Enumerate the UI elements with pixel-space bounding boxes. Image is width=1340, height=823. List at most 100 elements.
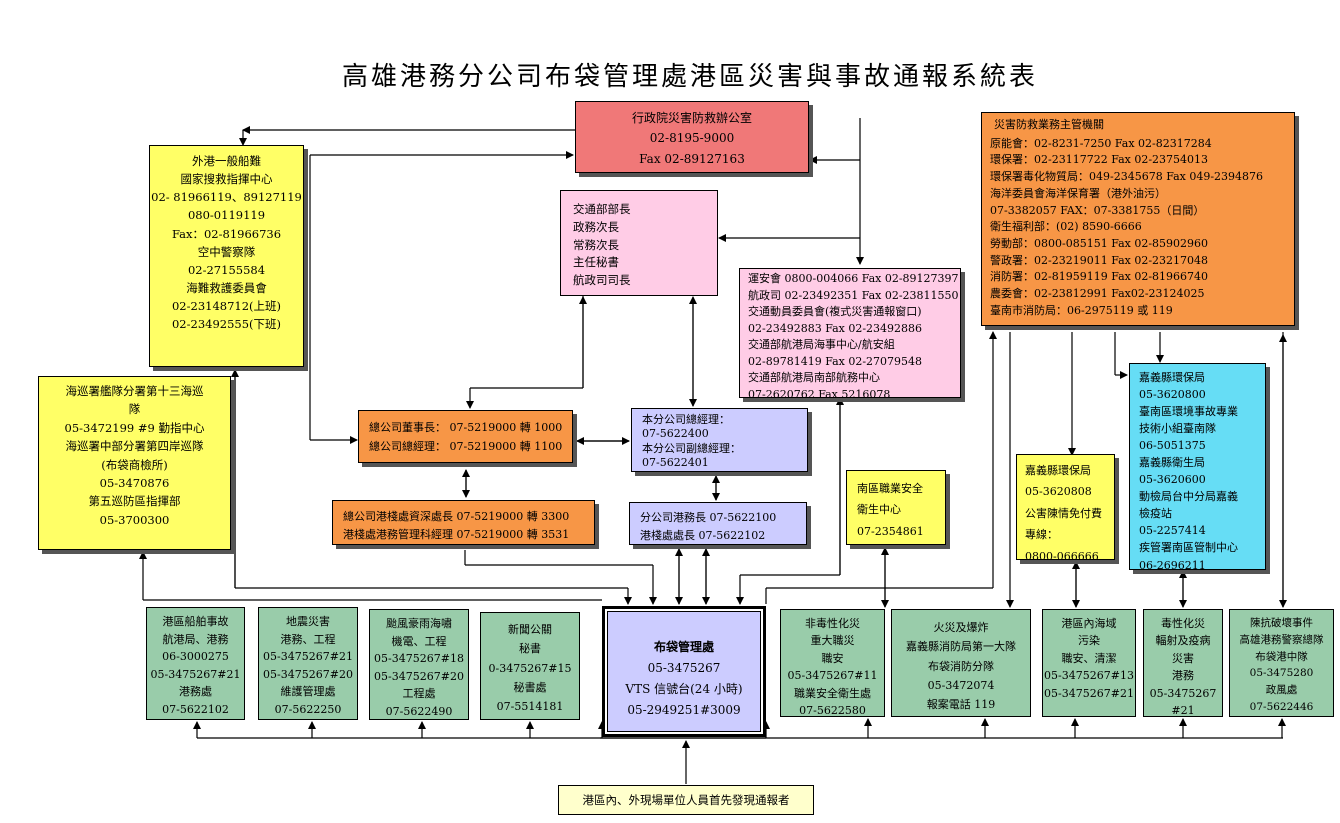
toxic-line: 05-3475267 — [1149, 686, 1217, 700]
toxic-line: #21 — [1171, 703, 1195, 717]
transport-line: 07-2620762 Fax 5216078 — [748, 387, 891, 398]
motc-row: 主任秘書 — [573, 255, 619, 270]
env-chiayi-line: 專線： — [1025, 528, 1058, 542]
agency-line: 農委會：02-23812991 Fax02-23124025 — [990, 287, 1205, 301]
water-line: 污染 — [1078, 634, 1100, 648]
protest-sabotage-box: 陳抗破壞事件 高雄港務警察總隊 布袋港中隊 05-3475280 政風處 07-… — [1229, 609, 1334, 717]
coast-line: (布袋商檢所) — [101, 457, 168, 472]
terror-line: 陳抗破壞事件 — [1250, 617, 1313, 629]
terror-line: 07-5622446 — [1249, 700, 1314, 713]
quake-line: 維護管理處 — [280, 685, 336, 699]
env-list-line: 05-2257414 — [1139, 524, 1206, 538]
typhoon-line: 機電、工程 — [391, 634, 447, 648]
ship-line: 航港局、港務 — [162, 632, 229, 646]
coast-line: 海巡署中部分署第四岸巡隊 — [65, 439, 204, 454]
quake-line: 地震災害 — [286, 615, 330, 628]
ship-line: 05-3475267#21 — [150, 667, 241, 681]
env-list-line: 嘉義縣環保局 — [1139, 371, 1205, 384]
nontoxic-chem-box: 非毒性化災 重大職災 職安 05-3475267#11 職業安全衛生處 07-5… — [780, 609, 885, 717]
reporter-label: 港區內、外現場單位人員首先發現通報者 — [582, 793, 790, 807]
motc-officials: 交通部部長 政務次長 常務次長 主任秘書 航政司司長 — [560, 190, 718, 296]
quake-line: 05-3475267#21 — [263, 650, 353, 664]
hq-line: 總公司總經理： 07-5219000 轉 1100 — [369, 440, 563, 454]
typhoon-box: 颱風豪雨海嘯 機電、工程 05-3475267#18 05-3475267#20… — [369, 609, 469, 720]
exec-phone: 02-8195-9000 — [649, 131, 735, 146]
center-line: 05-2949251#3009 — [627, 703, 741, 717]
water-line: 05-3475267#21 — [1044, 686, 1134, 700]
rescue-line: Fax：02-81966736 — [171, 226, 282, 241]
rescue-line: 080-0119119 — [187, 208, 266, 223]
rescue-line: 02-27155584 — [187, 262, 266, 277]
occ-line: 07-2354861 — [857, 524, 924, 538]
env-chiayi-line: 公害陳情免付費 — [1025, 506, 1102, 520]
news-pr-box: 新聞公關 秘書 0-3475267#15 秘書處 07-5514181 — [480, 612, 580, 720]
branch-gm-line: 本分公司總經理： — [642, 413, 730, 426]
branch-port-managers: 分公司港務長 07-5622100 港棧處處長 07-5622102 — [629, 502, 807, 545]
toxic-chem-box: 毒性化災 輻射及疫病 災害 港務 05-3475267 #21 — [1143, 609, 1223, 717]
typhoon-line: 05-3475267#18 — [374, 652, 464, 666]
typhoon-line: 工程處 — [402, 687, 436, 701]
terror-line: 05-3475280 — [1249, 667, 1314, 680]
agency-line: 環保署：02-23117722 Fax 02-23754013 — [990, 153, 1209, 167]
fire-explosion-box: 火災及爆炸 嘉義縣消防局第一大隊 布袋消防分隊 05-3472074 報案電話 … — [891, 609, 1031, 717]
nontoxic-line: 職安 — [821, 651, 844, 665]
news-line: 新聞公關 — [508, 623, 552, 636]
coast-line: 05-3470876 — [99, 475, 170, 490]
agency-line: 警政署：02-23219011 Fax 02-23217048 — [990, 253, 1209, 267]
transport-agencies: 運安會 0800-004066 Fax 02-89127397 航政司 02-2… — [739, 268, 961, 398]
branch-gm-line: 07-5622400 — [642, 427, 709, 441]
nontoxic-line: 05-3475267#11 — [787, 669, 878, 683]
agencies-header: 災害防救業務主管機關 — [994, 118, 1104, 131]
water-line: 港區內海域 — [1061, 617, 1117, 630]
toxic-line: 輻射及疫病 — [1155, 634, 1211, 648]
chiayi-env-bureau: 嘉義縣環保局 05-3620808 公害陳情免付費 專線： 0800-06666… — [1016, 454, 1115, 560]
agency-line: 原能會：02-8231-7250 Fax 02-82317284 — [990, 136, 1212, 150]
rescue-line: 外港一般船難 — [192, 154, 261, 168]
exec-fax: Fax 02-89127163 — [639, 151, 745, 166]
news-line: 07-5514181 — [496, 700, 564, 713]
center-title: 布袋管理處 — [653, 640, 714, 654]
branch-gm: 本分公司總經理： 07-5622400 本分公司副總經理： 07-5622401 — [631, 408, 808, 472]
env-list-line: 嘉義縣衛生局 — [1139, 456, 1205, 470]
toxic-line: 港務 — [1172, 669, 1194, 683]
ship-line: 港區船舶事故 — [162, 615, 229, 628]
env-list-line: 動檢局台中分局嘉義 — [1139, 490, 1238, 504]
quake-line: 07-5622250 — [274, 702, 342, 716]
exec-disaster-office: 行政院災害防救辦公室 02-8195-9000 Fax 02-89127163 — [575, 101, 809, 173]
fire-line: 火災及爆炸 — [933, 621, 989, 634]
occupational-safety-center: 南區職業安全 衛生中心 07-2354861 — [846, 470, 946, 545]
news-line: 秘書 — [519, 642, 541, 656]
transport-line: 交通動員委員會(複式災害通報窗口) — [748, 305, 922, 318]
coast-guard: 海巡署艦隊分署第十三海巡 隊 05-3472199 #9 勤指中心 海巡署中部分… — [38, 376, 231, 550]
center-line: VTS 信號台(24 小時) — [625, 682, 743, 696]
earthquake-box: 地震災害 港務、工程 05-3475267#21 05-3475267#20 維… — [258, 607, 358, 720]
env-chiayi-line: 0800-066666 — [1025, 549, 1099, 560]
fire-line: 報案電話 119 — [926, 698, 996, 711]
env-list-line: 06-5051375 — [1139, 439, 1206, 453]
ship-line: 07-5622102 — [162, 702, 229, 716]
fire-line: 嘉義縣消防局第一大隊 — [906, 640, 1016, 654]
branch-port-line: 分公司港務長 07-5622100 — [640, 511, 777, 524]
nontoxic-line: 07-5622580 — [799, 703, 866, 717]
quake-line: 港務、工程 — [280, 632, 336, 646]
ship-line: 港務處 — [179, 685, 212, 699]
water-pollution-box: 港區內海域 污染 職安、清潔 05-3475267#13 05-3475267#… — [1042, 609, 1136, 717]
transport-line: 交通部航港局南部航務中心 — [748, 371, 880, 384]
transport-line: 運安會 0800-004066 Fax 02-89127397 — [748, 272, 959, 285]
env-list-line: 05-3620800 — [1139, 388, 1206, 402]
hq-port-managers: 總公司港棧處資深處長 07-5219000 轉 3300 港棧處港務管理科經理 … — [332, 500, 595, 545]
fire-line: 05-3472074 — [927, 678, 995, 692]
branch-port-line: 港棧處處長 07-5622102 — [640, 528, 766, 542]
quake-line: 05-3475267#20 — [263, 667, 353, 681]
nontoxic-line: 非毒性化災 — [805, 617, 860, 630]
env-chiayi-line: 05-3620808 — [1025, 485, 1092, 499]
occ-line: 南區職業安全 — [857, 482, 923, 495]
motc-row: 常務次長 — [573, 237, 619, 252]
rescue-line: 02-23492555(下班) — [171, 317, 282, 332]
regional-health-env: 嘉義縣環保局 05-3620800 臺南區環境事故專業 技術小組臺南隊 06-5… — [1129, 363, 1266, 570]
typhoon-line: 颱風豪雨海嘯 — [386, 617, 452, 630]
exec-name: 行政院災害防救辦公室 — [631, 111, 752, 125]
ship-accident-box: 港區船舶事故 航港局、港務 06-3000275 05-3475267#21 港… — [146, 607, 245, 720]
env-list-line: 疾管署南區管制中心 — [1139, 541, 1238, 555]
